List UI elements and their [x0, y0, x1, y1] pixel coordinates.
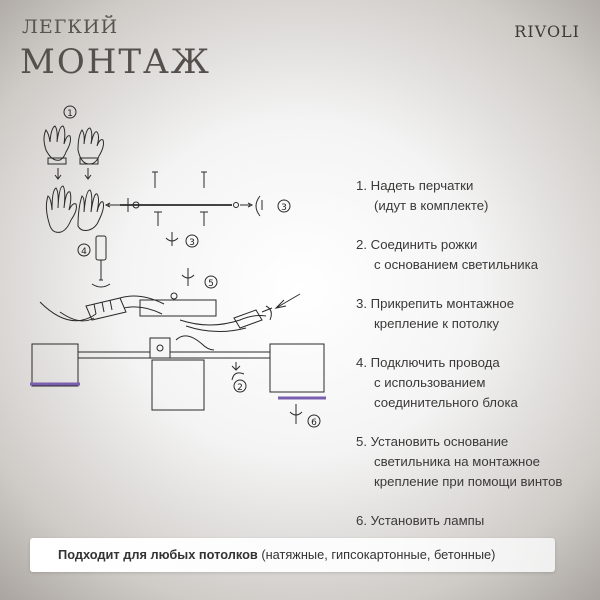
- ceiling-base-icon: 5: [139, 268, 218, 317]
- lamp-icon: 6: [278, 396, 326, 428]
- step-number: 6.: [356, 513, 367, 528]
- step-number: 2.: [356, 237, 367, 252]
- page-title: МОНТАЖ: [20, 42, 211, 82]
- gloves-icon: 1: [43, 105, 104, 233]
- brand-logo: RIVOLI: [514, 22, 580, 41]
- step-text: Установить лампы: [370, 513, 485, 528]
- step-number: 4.: [356, 355, 367, 370]
- label-step-5: 5: [208, 279, 214, 289]
- step-text: с основанием светильника: [374, 257, 539, 272]
- terminal-block-icon: [39, 295, 165, 322]
- step-text: Соединить рожки: [370, 237, 478, 252]
- step-item-6: 6. Установить лампы: [356, 511, 591, 531]
- installation-diagram: 1 3 3 4: [30, 105, 326, 428]
- step-text: Установить основание: [370, 434, 509, 449]
- compatibility-banner: Подходит для любых потолков (натяжные, г…: [30, 538, 555, 572]
- page-subtitle: ЛЕГКИЙ: [22, 16, 119, 38]
- step-number: 5.: [356, 434, 367, 449]
- screwdriver-icon: 4: [77, 235, 111, 288]
- step-item-3: 3. Прикрепить монтажное крепление к пото…: [356, 294, 591, 334]
- label-step-4: 4: [81, 247, 87, 257]
- step-text: (идут в комплекте): [374, 198, 489, 213]
- step-text: Прикрепить монтажное: [370, 296, 515, 311]
- step-item-5: 5. Установить основание светильника на м…: [356, 432, 591, 492]
- step-item-1: 1. Надеть перчатки (идут в комплекте): [356, 176, 591, 216]
- step-text: с использованием: [374, 375, 486, 390]
- label-step-6: 6: [311, 418, 317, 428]
- label-step-3b: 3: [189, 238, 195, 248]
- step-number: 1.: [356, 178, 367, 193]
- step-text: Подключить провода: [370, 355, 500, 370]
- label-step-3a: 3: [281, 203, 287, 213]
- step-text: крепление к потолку: [374, 316, 500, 331]
- wires-icon: [179, 293, 301, 332]
- step-text: соединительного блока: [374, 395, 518, 410]
- step-text: крепление при помощи винтов: [374, 474, 563, 489]
- instruction-steps: 1. Надеть перчатки (идут в комплекте) 2.…: [356, 176, 591, 550]
- label-step-2: 2: [237, 383, 243, 393]
- step-text: светильника на монтажное: [374, 454, 540, 469]
- step-number: 3.: [356, 296, 367, 311]
- fixture-icon: 2: [30, 335, 325, 411]
- mounting-bracket-icon: 3 3: [104, 171, 291, 248]
- step-item-4: 4. Подключить провода с использованием с…: [356, 353, 591, 413]
- banner-text: (натяжные, гипсокартонные, бетонные): [257, 547, 496, 562]
- label-step-1: 1: [67, 109, 73, 119]
- step-text: Надеть перчатки: [370, 178, 474, 193]
- banner-bold-text: Подходит для любых потолков: [58, 547, 258, 562]
- step-item-2: 2. Соединить рожки с основанием светильн…: [356, 235, 591, 275]
